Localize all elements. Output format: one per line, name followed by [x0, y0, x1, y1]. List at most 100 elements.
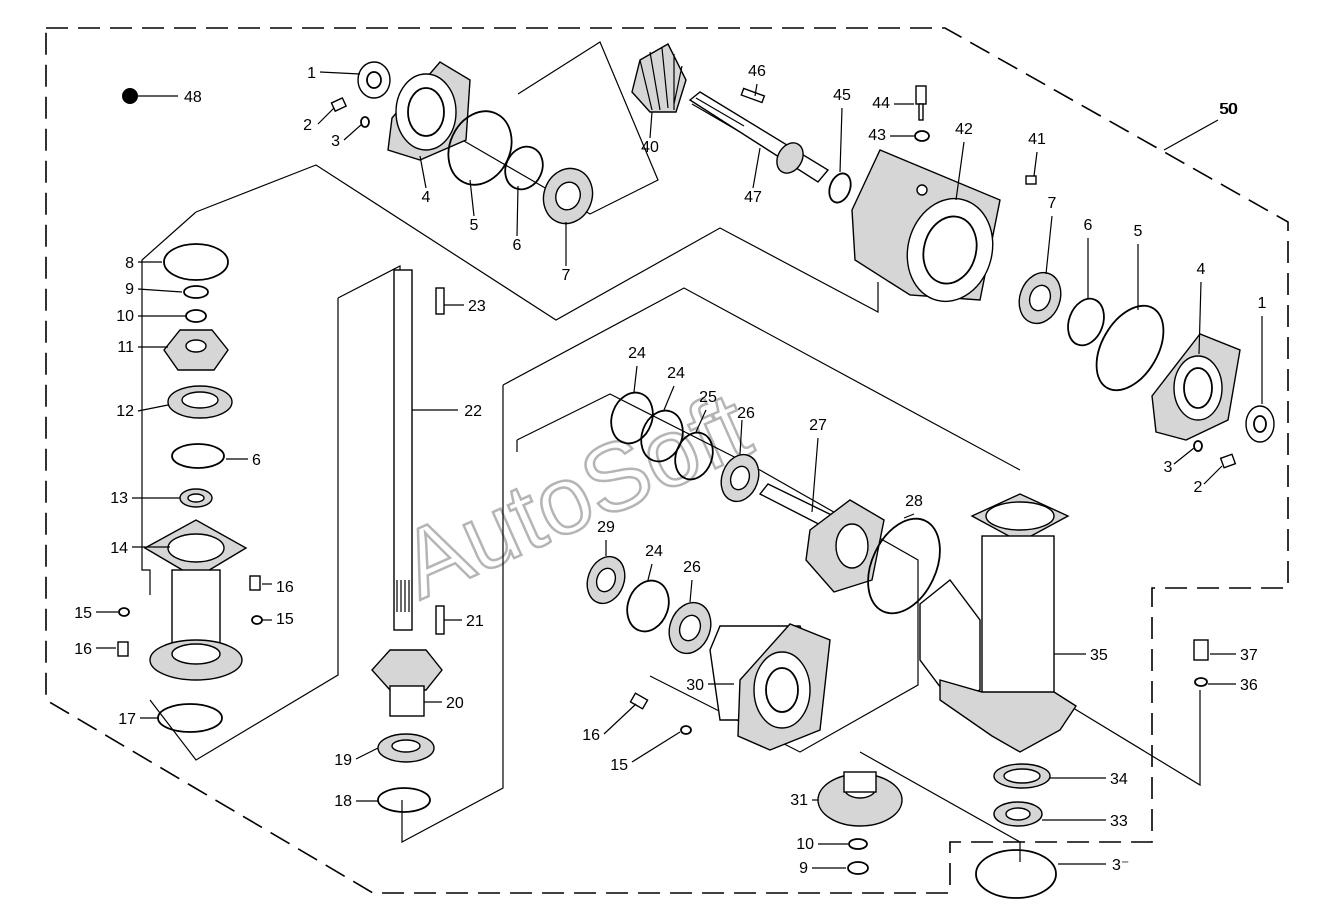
callout-label: 6 — [513, 237, 522, 254]
part-shim-6-left — [171, 443, 225, 469]
leader-line — [603, 703, 637, 735]
callout-label: 24 — [645, 543, 663, 560]
legend-label: 48 — [184, 89, 202, 106]
part-shim-24a — [610, 391, 654, 445]
callout-label: 9 — [125, 281, 134, 298]
leader-line — [319, 71, 361, 75]
part-o-ring-28 — [867, 517, 941, 615]
part-shaft-47 — [688, 91, 830, 183]
part-o-ring-17 — [157, 703, 223, 733]
part-housing-42 — [851, 149, 1001, 303]
part-bearing-top — [542, 167, 594, 225]
leader-line — [649, 111, 653, 139]
part-bolt-16-right — [249, 575, 261, 591]
leader-line — [1163, 119, 1219, 151]
leader-lines — [96, 71, 1263, 869]
part-key-46 — [740, 87, 766, 104]
callout-label: 36 — [1240, 677, 1258, 694]
part-snap-ring-9 — [183, 285, 209, 299]
part-bolt — [330, 97, 348, 113]
leader-line — [663, 385, 675, 411]
part-o-ring-right — [1095, 304, 1165, 392]
leader-line — [1045, 215, 1053, 275]
callout-label: 35 — [1090, 647, 1108, 664]
callout-label: 2 — [1194, 479, 1203, 496]
leader-line — [419, 155, 427, 189]
callout-label: 4 — [1197, 261, 1206, 278]
part-cover-30 — [709, 623, 831, 751]
callout-label: 16 — [74, 641, 92, 658]
part-shim-25 — [674, 431, 714, 481]
part-housing-35 — [919, 493, 1077, 753]
part-washer-15-mid — [680, 725, 692, 735]
callout-label: 22 — [464, 403, 482, 420]
callout-label: 3⁻ — [1112, 857, 1129, 874]
callout-label: 3 — [1164, 459, 1173, 476]
callout-label: 2 — [303, 117, 312, 134]
callout-label: 6 — [1084, 217, 1093, 234]
callout-label: 33 — [1110, 813, 1128, 830]
boundary-label: 50 — [1219, 101, 1237, 118]
part-pinion-27 — [758, 483, 885, 593]
part-snap-ring-9-bottom — [847, 861, 869, 875]
callout-label: 19 — [334, 752, 352, 769]
callout-label: 6 — [252, 452, 261, 469]
part-breather-44 — [915, 85, 927, 121]
callout-label: 11 — [117, 339, 134, 356]
callout-label: 24 — [628, 345, 646, 362]
callout-label: 7 — [562, 267, 571, 284]
part-washer-36 — [1194, 677, 1208, 687]
leader-line — [839, 107, 843, 173]
leader-line — [633, 365, 638, 393]
callout-label: 47 — [744, 189, 762, 206]
callout-label: 41 — [1028, 131, 1046, 148]
part-gear-31 — [817, 771, 903, 827]
leader-line — [516, 185, 519, 237]
callout-label: 15 — [74, 605, 92, 622]
callout-label: 44 — [872, 95, 890, 112]
callout-label: 34 — [1110, 771, 1128, 788]
callout-label: 29 — [597, 519, 615, 536]
callout-label: 40 — [641, 139, 659, 156]
leader-line — [689, 579, 693, 603]
leader-line — [752, 147, 761, 189]
leader-line — [903, 513, 915, 519]
part-bearing-12 — [167, 385, 233, 419]
part-washer — [360, 116, 370, 128]
callout-label: 4 — [422, 189, 431, 206]
part-housing-14 — [143, 519, 248, 681]
callout-label: 7 — [1048, 195, 1057, 212]
part-seal-29 — [586, 555, 626, 605]
part-bolt-37 — [1193, 639, 1209, 661]
part-seal-top-left — [357, 61, 391, 99]
part-o-ring-8 — [163, 243, 229, 281]
callout-label: 24 — [667, 365, 685, 382]
part-washer-10-bottom — [848, 838, 868, 850]
legend-dot — [122, 88, 138, 104]
callout-label: 17 — [118, 711, 136, 728]
callout-label: 1 — [307, 65, 316, 82]
leader-line — [137, 288, 183, 293]
leader-line — [631, 731, 681, 763]
leader-line — [1203, 465, 1223, 485]
callout-label: 23 — [468, 298, 486, 315]
callout-label: 27 — [809, 417, 827, 434]
leader-line — [355, 747, 379, 760]
callout-label: 1 — [1258, 295, 1267, 312]
callout-label: 50 — [1220, 101, 1238, 118]
leader-line — [695, 409, 707, 433]
callout-label: 8 — [125, 255, 134, 272]
leader-line — [955, 141, 965, 201]
leader-line — [1173, 447, 1195, 465]
leader-line — [317, 107, 335, 125]
callout-label: 26 — [737, 405, 755, 422]
part-bolt-41 — [1025, 175, 1037, 185]
leader-line — [343, 123, 363, 141]
part-shim-18 — [377, 787, 431, 813]
part-washer-15-right — [251, 615, 263, 625]
part-washer-15-left — [118, 607, 130, 617]
callout-label: 5 — [470, 217, 479, 234]
part-snap-ring-45 — [828, 172, 852, 204]
